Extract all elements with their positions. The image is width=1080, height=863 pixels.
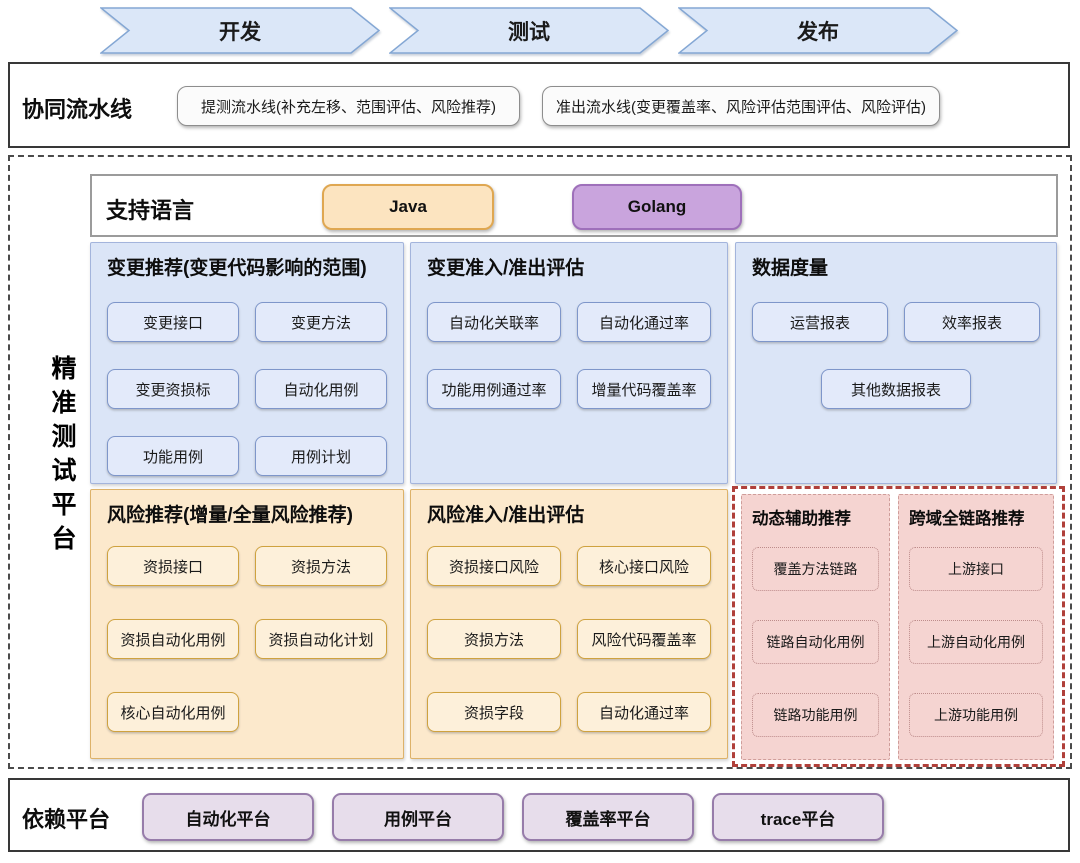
stage-label: 发布 xyxy=(797,20,839,44)
dependencies-label: 依赖平台 xyxy=(22,807,111,832)
item-box: 用例计划 xyxy=(255,436,387,476)
dependencies-section: 依赖平台 自动化平台 用例平台 覆盖率平台 trace平台 xyxy=(8,778,1070,852)
section-title: 风险推荐(增量/全量风险推荐) xyxy=(107,505,353,526)
section-title: 动态辅助推荐 xyxy=(752,510,851,528)
dependency-case-platform: 用例平台 xyxy=(332,793,504,841)
item-box: 自动化关联率 xyxy=(427,302,561,342)
pipeline-box-exit: 准出流水线(变更覆盖率、风险评估范围评估、风险评估) xyxy=(542,86,940,126)
stage-flow: 开发 测试 发布 xyxy=(100,7,958,54)
stage-chevron-develop: 开发 xyxy=(100,7,380,54)
platform-title: 精准测试平台 xyxy=(48,355,76,559)
item-box: 变更资损标 xyxy=(107,369,239,409)
language-golang: Golang xyxy=(572,184,742,230)
pipeline-section: 协同流水线 提测流水线(补充左移、范围评估、风险推荐) 准出流水线(变更覆盖率、… xyxy=(8,62,1070,148)
dependency-trace-platform: trace平台 xyxy=(712,793,884,841)
platform-container: 精准测试平台 支持语言 Java Golang 变更推荐(变更代码影响的范围) … xyxy=(8,155,1072,769)
dependency-coverage-platform: 覆盖率平台 xyxy=(522,793,694,841)
item-box: 核心自动化用例 xyxy=(107,692,239,732)
item-box: 效率报表 xyxy=(904,302,1040,342)
section-title: 变更推荐(变更代码影响的范围) xyxy=(107,258,367,279)
item-box: 链路自动化用例 xyxy=(752,620,879,664)
stage-chevron-release: 发布 xyxy=(678,7,958,54)
item-box: 功能用例 xyxy=(107,436,239,476)
chevron-arrow-shape xyxy=(389,7,669,54)
item-box: 运营报表 xyxy=(752,302,888,342)
item-box: 自动化通过率 xyxy=(577,302,711,342)
item-box: 资损接口 xyxy=(107,546,239,586)
item-box: 其他数据报表 xyxy=(821,369,971,409)
item-box: 上游自动化用例 xyxy=(909,620,1043,664)
section-change-evaluation: 变更准入/准出评估 自动化关联率 自动化通过率 功能用例通过率 增量代码覆盖率 xyxy=(410,242,728,484)
section-title: 数据度量 xyxy=(752,258,829,279)
item-box: 资损方法 xyxy=(427,619,561,659)
chevron-arrow-shape xyxy=(100,7,380,54)
stage-label: 测试 xyxy=(508,20,550,44)
pipeline-label: 协同流水线 xyxy=(22,97,133,122)
item-box: 增量代码覆盖率 xyxy=(577,369,711,409)
item-box: 核心接口风险 xyxy=(577,546,711,586)
dependency-automation-platform: 自动化平台 xyxy=(142,793,314,841)
item-box: 资损方法 xyxy=(255,546,387,586)
section-title: 跨域全链路推荐 xyxy=(909,510,1025,528)
item-box: 自动化通过率 xyxy=(577,692,711,732)
item-box: 上游功能用例 xyxy=(909,693,1043,737)
section-dynamic-assist: 动态辅助推荐 覆盖方法链路 链路自动化用例 链路功能用例 xyxy=(741,494,890,760)
languages-section: 支持语言 Java Golang xyxy=(90,174,1058,237)
chevron-arrow-shape xyxy=(678,7,958,54)
language-java: Java xyxy=(322,184,494,230)
item-box: 上游接口 xyxy=(909,547,1043,591)
stage-chevron-test: 测试 xyxy=(389,7,669,54)
item-box: 链路功能用例 xyxy=(752,693,879,737)
pink-dashed-group: 动态辅助推荐 覆盖方法链路 链路自动化用例 链路功能用例 跨域全链路推荐 上游接… xyxy=(732,486,1065,767)
item-box: 资损自动化计划 xyxy=(255,619,387,659)
languages-label: 支持语言 xyxy=(106,198,195,223)
item-box: 功能用例通过率 xyxy=(427,369,561,409)
section-title: 风险准入/准出评估 xyxy=(427,505,585,526)
item-box: 风险代码覆盖率 xyxy=(577,619,711,659)
item-box: 变更接口 xyxy=(107,302,239,342)
item-box: 资损接口风险 xyxy=(427,546,561,586)
item-box: 自动化用例 xyxy=(255,369,387,409)
item-box: 变更方法 xyxy=(255,302,387,342)
section-risk-recommend: 风险推荐(增量/全量风险推荐) 资损接口 资损方法 资损自动化用例 资损自动化计… xyxy=(90,489,404,759)
item-box: 资损字段 xyxy=(427,692,561,732)
section-change-recommend: 变更推荐(变更代码影响的范围) 变更接口 变更方法 变更资损标 自动化用例 功能… xyxy=(90,242,404,484)
section-crossdomain-fulllink: 跨域全链路推荐 上游接口 上游自动化用例 上游功能用例 xyxy=(898,494,1054,760)
section-risk-evaluation: 风险准入/准出评估 资损接口风险 核心接口风险 资损方法 风险代码覆盖率 资损字… xyxy=(410,489,728,759)
section-title: 变更准入/准出评估 xyxy=(427,258,585,279)
item-box: 资损自动化用例 xyxy=(107,619,239,659)
section-data-metrics: 数据度量 运营报表 效率报表 其他数据报表 xyxy=(735,242,1057,484)
pipeline-box-submit: 提测流水线(补充左移、范围评估、风险推荐) xyxy=(177,86,520,126)
item-box: 覆盖方法链路 xyxy=(752,547,879,591)
stage-label: 开发 xyxy=(219,20,261,44)
